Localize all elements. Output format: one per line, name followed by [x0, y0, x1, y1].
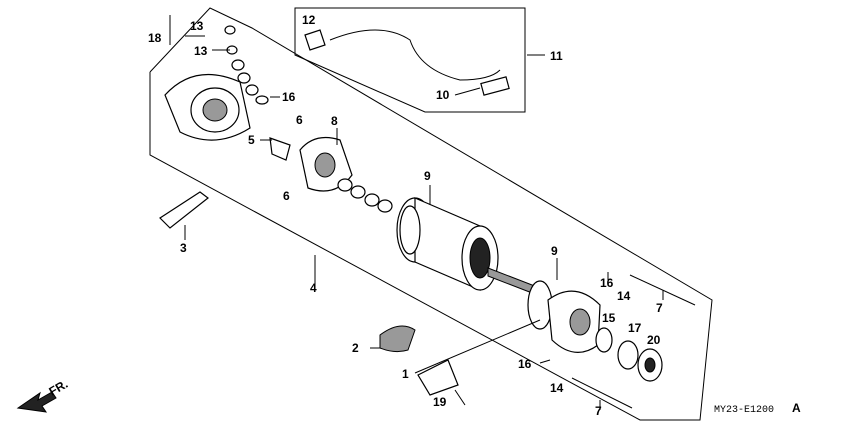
leader-lines — [184, 35, 664, 410]
callout-14b: 14 — [550, 381, 564, 395]
front-cover — [547, 290, 601, 353]
drawing-code-suffix: A — [792, 401, 801, 415]
o-ring-rear — [399, 205, 421, 255]
callout-6b: 6 — [283, 189, 290, 203]
brush-holder — [299, 137, 353, 192]
callout-16a: 16 — [282, 90, 296, 104]
callout-17: 17 — [628, 321, 642, 335]
callout-20: 20 — [647, 333, 661, 347]
callout-18: 18 — [148, 31, 162, 45]
callout-2: 2 — [352, 341, 359, 355]
drawing-code: MY23-E1200 — [714, 405, 774, 416]
mounting-bracket-3 — [159, 191, 209, 229]
callout-8: 8 — [331, 114, 338, 128]
assembly-outline — [149, 7, 713, 421]
oil-seal — [595, 327, 613, 353]
callout-7b: 7 — [595, 404, 602, 418]
callout-10: 10 — [436, 88, 450, 102]
callout-9a: 9 — [424, 169, 431, 183]
callout-11: 11 — [550, 49, 563, 63]
callout-12: 12 — [302, 13, 316, 27]
callout-15: 15 — [602, 311, 616, 325]
callout-16c: 16 — [518, 357, 532, 371]
callout-14a: 14 — [617, 289, 631, 303]
callout-5: 5 — [248, 133, 255, 147]
terminal-bracket — [269, 137, 291, 161]
callout-1: 1 — [402, 367, 409, 381]
callout-6a: 6 — [296, 113, 303, 127]
washer-stack — [224, 25, 393, 213]
long-bolt-lower — [571, 377, 633, 409]
snap-ring — [617, 340, 639, 370]
callout-13b: 13 — [194, 44, 208, 58]
cable-group-outline — [294, 7, 526, 113]
callout-7a: 7 — [656, 301, 663, 315]
callout-4: 4 — [310, 281, 317, 295]
insulator-2 — [379, 325, 416, 353]
callout-19: 19 — [433, 395, 447, 409]
front-direction-arrow-icon — [16, 391, 57, 413]
rear-cover — [164, 73, 251, 141]
bolt-19 — [454, 389, 466, 406]
starter-cable — [304, 29, 510, 96]
callout-16b: 16 — [600, 276, 614, 290]
callout-3: 3 — [180, 241, 187, 255]
bearing-inner — [644, 357, 656, 373]
callout-13a: 13 — [190, 19, 204, 33]
bracket-1 — [417, 359, 459, 396]
starter-motor — [396, 197, 546, 299]
callout-9b: 9 — [551, 244, 558, 258]
